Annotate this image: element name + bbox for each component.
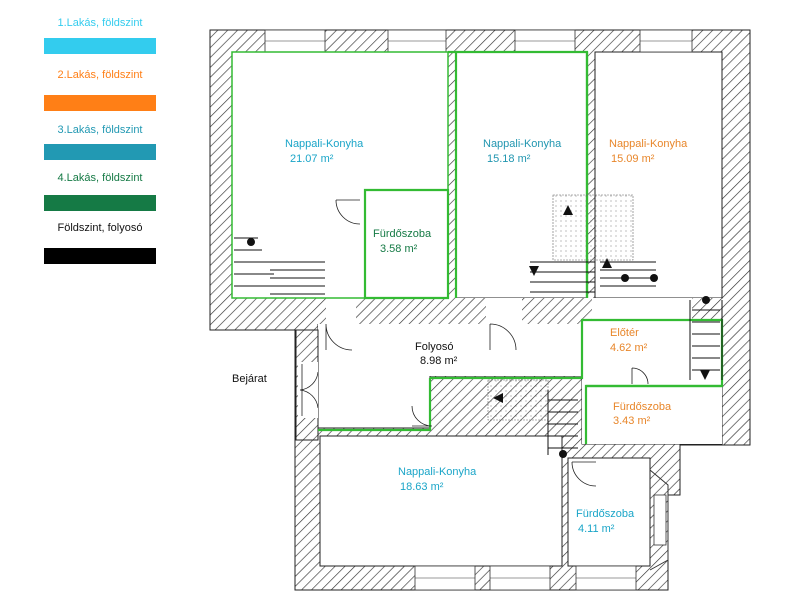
stairs (234, 237, 723, 455)
legend-label-lakas-4: 4.Lakás, földszint (57, 172, 143, 184)
legend-swatch-lakas-3 (44, 144, 156, 160)
corridor-floor (318, 324, 582, 376)
eloter-opening (592, 298, 692, 320)
room-furdo-2: Fürdőszoba 3.43 m² (613, 401, 672, 427)
bay-window-glass (653, 494, 667, 546)
legend-label-folyoso: Földszint, folyosó (57, 222, 143, 234)
legend-swatch-lakas-2 (44, 95, 156, 111)
entrance-label: Bejárat (232, 373, 267, 385)
room-name: Nappali-Konyha (609, 138, 688, 150)
room-area: 4.62 m² (610, 342, 648, 354)
entrance-opening (298, 362, 318, 418)
room-furdo-4a: Fürdőszoba 3.58 m² (373, 228, 432, 255)
room-name: Fürdőszoba (613, 401, 672, 413)
legend-swatch-lakas-4 (44, 195, 156, 211)
room-area: 21.07 m² (290, 153, 334, 165)
legend-label-lakas-3: 3.Lakás, földszint (57, 124, 143, 136)
eloter-floor (582, 320, 722, 444)
room-nappali-1: Nappali-Konyha 21.07 m² (285, 138, 364, 165)
room-nappali-2: Nappali-Konyha 15.09 m² (609, 138, 688, 165)
room-area: 8.98 m² (420, 355, 458, 367)
room-name: Előtér (610, 327, 639, 339)
room-nappali-3: Nappali-Konyha 15.18 m² (483, 138, 562, 165)
room-area: 4.11 m² (578, 523, 615, 535)
room-name: Nappali-Konyha (483, 138, 562, 150)
room-area: 15.09 m² (611, 153, 655, 165)
room-name: Nappali-Konyha (398, 466, 477, 478)
legend-label-lakas-1: 1.Lakás, földszint (57, 17, 143, 29)
room-eloter: Előtér 4.62 m² (610, 327, 648, 354)
room-furdo-4b: Fürdőszoba 4.11 m² (576, 508, 635, 535)
legend-swatch-folyoso (44, 248, 156, 264)
window-mullions (265, 40, 692, 579)
room-name: Fürdőszoba (373, 228, 432, 240)
door-gap-1 (326, 298, 356, 324)
room-area: 3.43 m² (613, 415, 651, 427)
stair-arrows (247, 205, 710, 458)
room-name: Nappali-Konyha (285, 138, 364, 150)
bay-window (649, 469, 669, 571)
room-area: 18.63 m² (400, 481, 444, 493)
stair-dotted-upper (552, 194, 634, 261)
room-nappali-4: Nappali-Konyha 18.63 m² (398, 466, 477, 493)
room-folyoso: Folyosó 8.98 m² (415, 341, 458, 367)
legend-label-lakas-2: 2.Lakás, földszint (57, 69, 143, 81)
room-name: Fürdőszoba (576, 508, 635, 520)
legend-swatch-lakas-1 (44, 38, 156, 54)
room-area: 3.58 m² (380, 243, 418, 255)
door-swings (299, 199, 649, 487)
room-area: 15.18 m² (487, 153, 531, 165)
door-gap-2 (486, 298, 522, 324)
room-name: Folyosó (415, 341, 454, 353)
